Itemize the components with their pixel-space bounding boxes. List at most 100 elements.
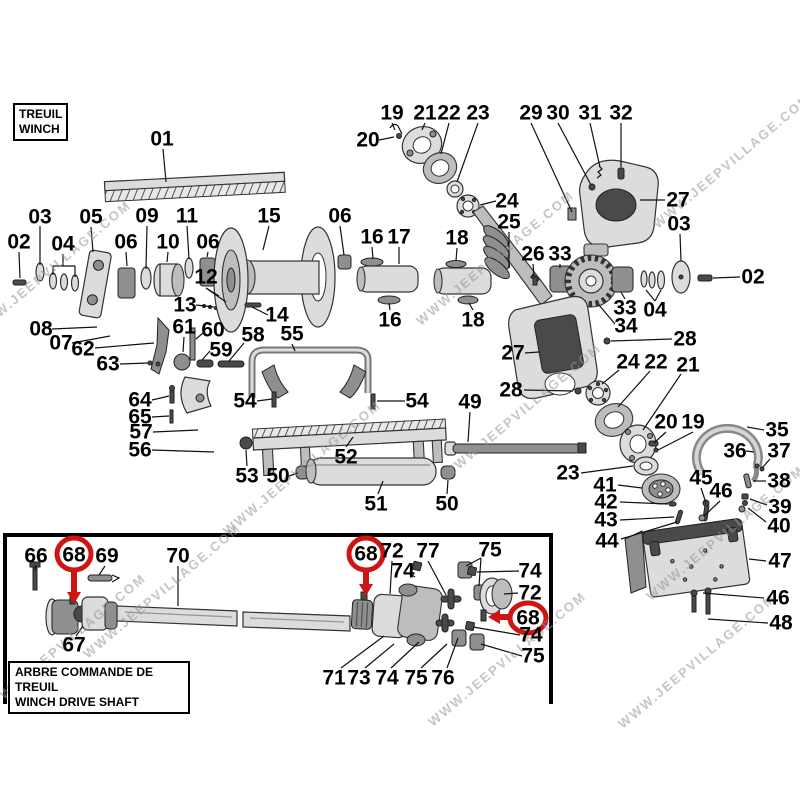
part-nut-53: [239, 436, 253, 450]
callout-02: 02: [741, 265, 765, 289]
callout-33: 33: [548, 242, 572, 266]
callout-50: 50: [435, 492, 459, 516]
callout-28: 28: [499, 378, 523, 402]
callout-43: 43: [594, 508, 618, 532]
callout-16: 16: [360, 225, 384, 249]
callout-24: 24: [495, 189, 519, 213]
drive-shaft-section-box: [3, 533, 553, 704]
callout-73: 73: [347, 666, 371, 690]
part-drive-shaft: [29, 561, 351, 636]
callout-37: 37: [767, 439, 791, 463]
part-worm-shaft: [472, 205, 553, 306]
callout-12: 12: [194, 265, 218, 289]
part-brake-drum: [641, 473, 684, 525]
callout-07: 07: [49, 331, 73, 355]
callout-05: 05: [79, 205, 103, 229]
callout-40: 40: [767, 514, 791, 538]
callout-72: 72: [380, 539, 404, 563]
callout-64: 64: [128, 388, 152, 412]
callout-02: 02: [7, 230, 31, 254]
callout-76: 76: [431, 666, 455, 690]
part-frame-rail: [251, 418, 447, 477]
callout-23: 23: [466, 101, 490, 125]
callout-68-highlighted: 68: [62, 543, 86, 567]
callout-54: 54: [233, 389, 257, 413]
part-gear-group: [532, 254, 713, 308]
callout-21: 21: [676, 353, 700, 377]
title-box: TREUIL WINCH: [13, 103, 69, 141]
callout-74: 74: [391, 559, 415, 583]
callout-01: 01: [150, 127, 174, 151]
part-spacer-rollers: [356, 257, 492, 305]
callout-54: 54: [405, 389, 429, 413]
callout-57: 57: [129, 420, 153, 444]
callout-74: 74: [518, 559, 542, 583]
highlight-annotations: [54, 535, 549, 636]
callout-36: 36: [723, 439, 747, 463]
callout-04: 04: [51, 232, 75, 256]
callout-67: 67: [62, 633, 86, 657]
callout-22: 22: [437, 101, 461, 125]
callout-74: 74: [519, 623, 543, 647]
callout-42: 42: [594, 490, 618, 514]
callout-20: 20: [654, 410, 678, 434]
callout-55: 55: [280, 322, 304, 346]
callout-32: 32: [609, 101, 633, 125]
part-top-bar: [103, 171, 286, 203]
callout-03: 03: [667, 212, 691, 236]
callout-08: 08: [29, 317, 53, 341]
callout-61: 61: [172, 315, 196, 339]
callout-06: 06: [114, 230, 138, 254]
callout-30: 30: [546, 101, 570, 125]
highlight-circle-68-right: [507, 600, 549, 636]
callout-09: 09: [135, 204, 159, 228]
callout-74: 74: [375, 666, 399, 690]
callout-20: 20: [356, 128, 380, 152]
callout-44: 44: [595, 529, 619, 553]
callout-17: 17: [387, 225, 411, 249]
title-line-en: WINCH: [19, 122, 60, 136]
callout-18: 18: [461, 308, 485, 332]
part-strap-group: [691, 423, 765, 522]
callout-46: 46: [766, 586, 790, 610]
title-line-fr: TREUIL: [19, 107, 63, 121]
callout-35: 35: [765, 418, 789, 442]
callout-25: 25: [497, 210, 521, 234]
callout-53: 53: [235, 464, 259, 488]
callout-47: 47: [768, 549, 792, 573]
callout-10: 10: [156, 230, 180, 254]
callout-38: 38: [767, 469, 791, 493]
part-battery-box: [624, 518, 751, 615]
part-left-hardware: [12, 249, 232, 319]
callout-27: 27: [666, 188, 690, 212]
callout-19: 19: [380, 101, 404, 125]
caption-line-en: WINCH DRIVE SHAFT: [15, 695, 139, 709]
callout-70: 70: [166, 544, 190, 568]
part-winch-drum: [213, 226, 352, 333]
part-pawl-group: [147, 316, 245, 424]
callout-11: 11: [175, 204, 199, 228]
callout-65: 65: [128, 405, 152, 429]
callout-24: 24: [616, 350, 640, 374]
highlight-circle-68-mid: [346, 535, 386, 573]
callout-06: 06: [196, 230, 220, 254]
callout-66: 66: [24, 544, 48, 568]
caption-line-fr: ARBRE COMMANDE DE TREUIL: [15, 665, 153, 694]
callout-41: 41: [593, 473, 617, 497]
callout-33: 33: [613, 296, 637, 320]
callout-75: 75: [478, 538, 502, 562]
part-u-joint-cluster: [350, 560, 513, 651]
part-gear-housing-main: [508, 295, 659, 476]
callout-18: 18: [445, 226, 469, 250]
part-long-rod: [444, 441, 587, 456]
callout-68-highlighted: 68: [516, 606, 540, 630]
callout-27: 27: [501, 341, 525, 365]
callout-19: 19: [681, 410, 705, 434]
callout-59: 59: [209, 338, 233, 362]
callout-14: 14: [265, 303, 289, 327]
callout-21: 21: [413, 101, 437, 125]
callout-23: 23: [556, 461, 580, 485]
callout-45: 45: [689, 466, 713, 490]
